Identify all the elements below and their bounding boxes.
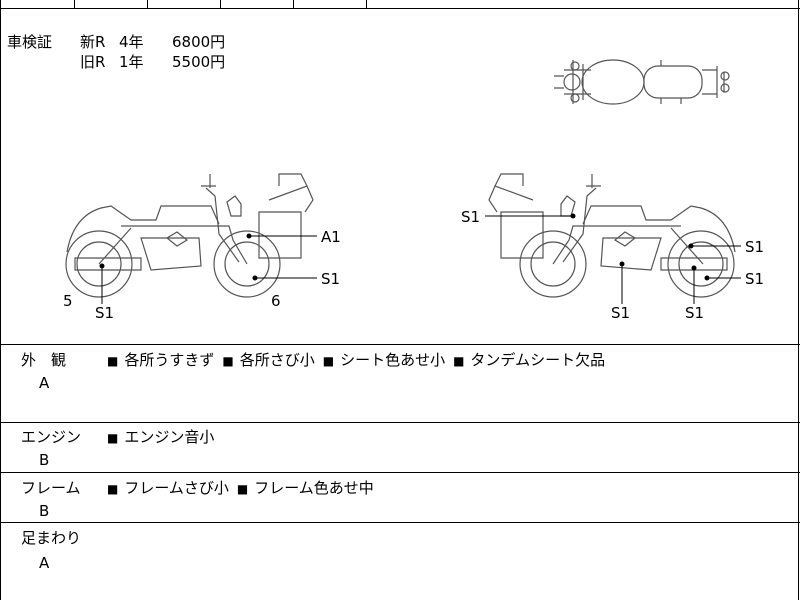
condition-item: 各所うすきず bbox=[124, 351, 215, 369]
top-row-border bbox=[1, 8, 800, 9]
section-divider bbox=[1, 344, 800, 345]
bullet-icon: ■ bbox=[322, 354, 335, 368]
section-items-frame: ■ フレームさび小 ■ フレーム色あせ中 bbox=[107, 479, 382, 498]
damage-label: S1 bbox=[745, 270, 764, 288]
inspection-price-new: 6800円 bbox=[172, 33, 226, 51]
section-grade-suspension: A bbox=[39, 554, 50, 572]
condition-item: フレームさび小 bbox=[124, 479, 229, 497]
table-divider bbox=[74, 0, 75, 8]
condition-item: フレーム色あせ中 bbox=[254, 479, 374, 497]
section-label-frame: フレーム bbox=[21, 479, 81, 497]
table-divider bbox=[220, 0, 221, 8]
condition-item: エンジン音小 bbox=[124, 428, 215, 446]
condition-item: 各所さび小 bbox=[239, 351, 315, 369]
section-divider bbox=[1, 422, 800, 423]
inspection-type-old: 旧R bbox=[80, 53, 106, 71]
motorcycle-right-view bbox=[488, 173, 736, 298]
inspection-period-old: 1年 bbox=[119, 53, 144, 71]
inspection-label: 車検証 bbox=[7, 33, 53, 51]
table-divider bbox=[366, 0, 367, 8]
section-label-exterior: 外 観 bbox=[21, 351, 67, 369]
section-label-engine: エンジン bbox=[21, 428, 82, 446]
position-number: 5 bbox=[63, 292, 73, 310]
bullet-icon: ■ bbox=[107, 431, 119, 445]
bullet-icon: ■ bbox=[236, 482, 249, 496]
section-divider bbox=[1, 522, 800, 523]
bullet-icon: ■ bbox=[453, 354, 465, 368]
motorcycle-left-view bbox=[65, 173, 314, 298]
section-items-exterior: ■ 各所うすきず ■ 各所さび小 ■ シート色あせ小 ■ タンデムシート欠品 bbox=[107, 351, 613, 370]
table-divider bbox=[147, 0, 148, 8]
damage-label: S1 bbox=[321, 270, 340, 288]
motorcycle-diagram: A1 S1 S1 5 6 S1 S1 S1 S1 S1 bbox=[63, 59, 764, 322]
damage-label: A1 bbox=[321, 228, 341, 246]
table-divider bbox=[293, 0, 294, 8]
inspection-type-new: 新R bbox=[80, 33, 106, 51]
section-items-engine: ■ エンジン音小 bbox=[107, 428, 222, 447]
inspection-period-new: 4年 bbox=[119, 33, 144, 51]
inspection-price-old: 5500円 bbox=[172, 53, 226, 71]
damage-label: S1 bbox=[611, 304, 630, 322]
condition-item: シート色あせ小 bbox=[340, 351, 446, 369]
bullet-icon: ■ bbox=[107, 482, 119, 496]
section-grade-exterior: A bbox=[39, 374, 50, 392]
section-divider bbox=[1, 472, 800, 473]
damage-label: S1 bbox=[461, 208, 480, 226]
bullet-icon: ■ bbox=[107, 354, 119, 368]
damage-label: S1 bbox=[685, 304, 704, 322]
section-grade-frame: B bbox=[39, 502, 50, 520]
section-label-suspension: 足まわり bbox=[21, 529, 82, 547]
position-number: 6 bbox=[271, 292, 281, 310]
section-grade-engine: B bbox=[39, 451, 50, 469]
damage-label: S1 bbox=[745, 238, 764, 256]
condition-item: タンデムシート欠品 bbox=[470, 351, 606, 369]
bullet-icon: ■ bbox=[222, 354, 234, 368]
damage-label: S1 bbox=[95, 304, 114, 322]
motorcycle-top-view bbox=[554, 59, 730, 105]
